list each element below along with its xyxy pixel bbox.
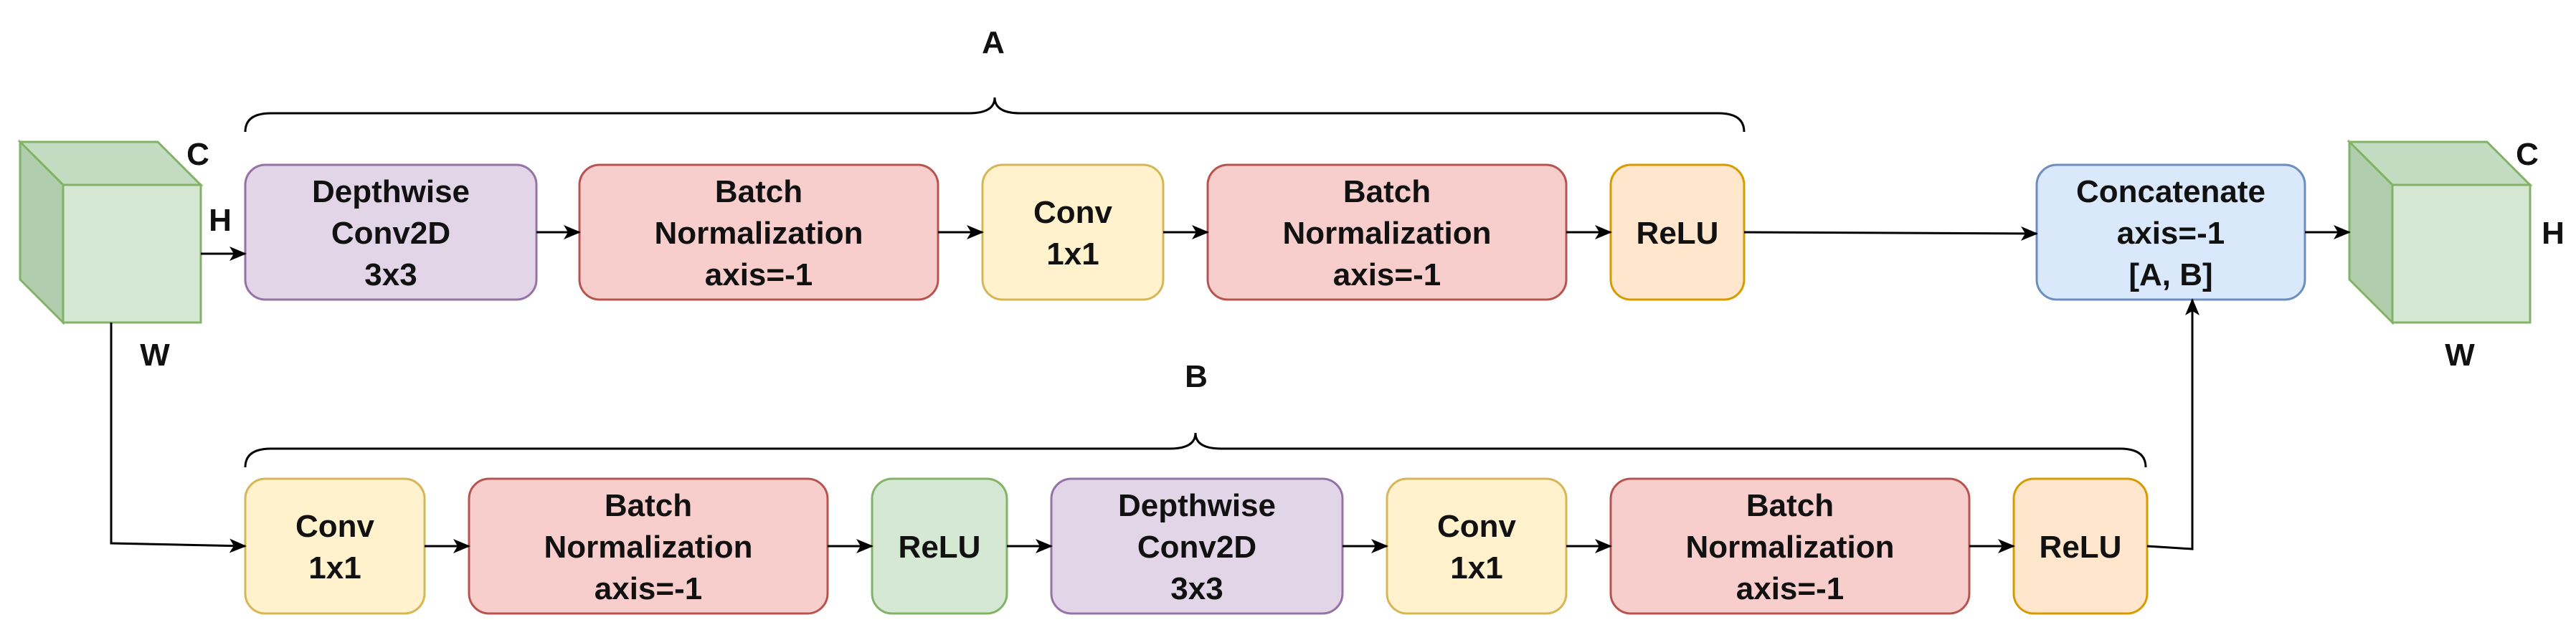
- input-dim-c: C: [186, 137, 209, 172]
- branch-a-block-1-line-1: Depthwise: [312, 174, 470, 209]
- branch-a-block-2-line-2: Normalization: [655, 216, 863, 251]
- branch-b-block-6-line-1: Batch: [1746, 488, 1834, 523]
- branch-a-block-2-line-3: axis=-1: [705, 257, 813, 292]
- branch-b-block-5: [1386, 477, 1568, 615]
- branch-b-brace: [244, 432, 2147, 468]
- arrow-input-to-b1: [110, 323, 247, 553]
- branch-a-block-4-line-2: Normalization: [1283, 216, 1492, 251]
- branch-b-block-3-line-1: ReLU: [899, 530, 981, 565]
- concatenate-block-line-2: axis=-1: [2117, 216, 2225, 251]
- input-dim-h: H: [209, 203, 232, 238]
- branch-b-label: B: [1185, 359, 1208, 394]
- branch-b-block-1-line-1: Conv: [295, 509, 375, 544]
- branch-b-block-2-line-3: axis=-1: [595, 571, 702, 606]
- branch-b-block-5-line-2: 1x1: [1450, 550, 1502, 586]
- arrow-a5-to-concat: [1743, 226, 2038, 241]
- branch-b-block-6-line-3: axis=-1: [1736, 571, 1844, 606]
- branch-b-block-4-line-3: 3x3: [1170, 571, 1223, 606]
- branch-a-block-3-line-2: 1x1: [1046, 237, 1099, 272]
- branch-a-block-4-line-1: Batch: [1343, 174, 1431, 209]
- branch-b-block-5-line-1: Conv: [1437, 509, 1517, 544]
- branch-a-block-1-line-3: 3x3: [364, 257, 417, 292]
- branch-a-block-2-line-1: Batch: [715, 174, 802, 209]
- input-cube-front-face: [62, 183, 202, 324]
- branch-b-block-4-line-2: Conv2D: [1137, 530, 1256, 565]
- branch-a-block-3-line-1: Conv: [1033, 195, 1113, 230]
- branch-a-block-1-line-2: Conv2D: [331, 216, 450, 251]
- branch-a-brace: [244, 97, 1746, 133]
- branch-b-block-2-line-2: Normalization: [544, 530, 753, 565]
- output-cube-front-face: [2391, 183, 2532, 324]
- branch-a-block-4-line-3: axis=-1: [1333, 257, 1441, 292]
- branch-b-block-4-line-1: Depthwise: [1118, 488, 1276, 523]
- output-dim-h: H: [2542, 216, 2565, 251]
- branch-b-block-7-line-1: ReLU: [2040, 530, 2122, 565]
- branch-b-block-1-line-2: 1x1: [308, 550, 361, 586]
- output-dim-c: C: [2516, 137, 2539, 172]
- input-dim-w: W: [140, 338, 170, 373]
- branch-a-label: A: [982, 25, 1005, 60]
- branch-b-block-2-line-1: Batch: [605, 488, 692, 523]
- concatenate-block-line-1: Concatenate: [2076, 174, 2265, 209]
- branch-b-block-6-line-2: Normalization: [1686, 530, 1895, 565]
- concatenate-block-line-3: [A, B]: [2128, 257, 2212, 292]
- arrow-b7-to-concat: [2146, 298, 2199, 550]
- output-dim-w: W: [2445, 338, 2475, 373]
- branch-a-block-3: [981, 163, 1165, 301]
- branch-a-block-5-line-1: ReLU: [1637, 216, 1719, 251]
- branch-b-block-1: [244, 477, 426, 615]
